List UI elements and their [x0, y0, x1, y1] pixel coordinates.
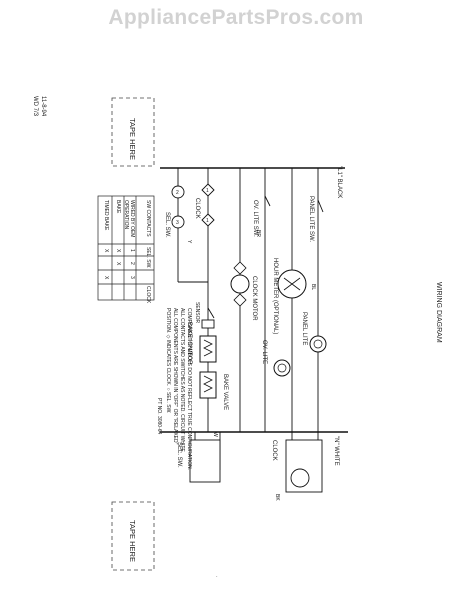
table-col-1: 1 [129, 249, 135, 252]
clock-n-label: CLOCK [271, 440, 277, 461]
clock-contact: 1 1 [201, 183, 215, 227]
table-mark-timed-1: X [103, 249, 109, 253]
svg-text:3: 3 [176, 220, 179, 226]
hour-meter-mark [283, 277, 301, 291]
table-col-2: 2 [129, 262, 135, 265]
tape-box-bottom [111, 501, 155, 571]
clock-motor-symbol [230, 274, 250, 294]
bake-valve-label: BAKE VALVE [222, 374, 228, 410]
clock-motor-n-symbol [290, 468, 310, 488]
doc-code-date: 11-8-94 [40, 96, 46, 117]
sel-sw-n-label: SEL. SW. [176, 442, 182, 468]
bake-ignitor-label: BAKE IGNITOR [186, 322, 192, 365]
table-sub-oem: WIRED BY OEM [129, 200, 135, 237]
wire-label-w: W [212, 432, 218, 437]
l1-label: "L1" BLACK [336, 166, 342, 198]
diagram-title: WIRING DIAGRAM [435, 282, 442, 343]
note-line-2: ALL CONTACTS AND SWITCHES AS NOTED. CIRC… [179, 308, 185, 453]
tape-box-top [111, 97, 155, 167]
note-line-4: POSITION. ◇ INDICATES CLOCK. ○ SEL. SW. [165, 308, 171, 413]
tape-label-top: TAPE HERE [128, 118, 137, 160]
ov-lite-lamp [273, 359, 291, 377]
svg-text:1: 1 [206, 218, 209, 224]
panel-lite-lamp [309, 335, 327, 353]
ov-lite-switch [264, 195, 271, 207]
panel-lite-label: PANEL LITE [301, 312, 307, 345]
ov-lite-sw-label: OV. LITE SW. [252, 200, 258, 237]
table-col-3: 3 [129, 276, 135, 279]
sel-sw-label: SEL. SW. [164, 212, 170, 238]
clock-motor-diamond [233, 261, 247, 275]
wire-label-br: BR [255, 230, 261, 237]
table-sub-operation: OPERATION [123, 200, 129, 229]
svg-text:1: 1 [206, 188, 209, 194]
tape-label-bottom: TAPE HERE [128, 520, 137, 562]
panel-lite-sw-label: PANEL LITE SW. [308, 196, 314, 242]
part-number: PT NO. 3080-64 [156, 398, 162, 435]
bake-valve-symbol [199, 371, 217, 399]
clock-motor-diamond-2 [233, 293, 247, 307]
table-header-contacts: SW CONTACTS [145, 200, 151, 237]
bottom-mark: · [216, 574, 218, 580]
sensor-label: SENSOR [194, 302, 200, 324]
clock-motor-label: CLOCK MOTOR [251, 276, 257, 321]
note-line-1: COMPONENT SYMBOLS DO NOT REFLECT TRUE CO… [186, 308, 192, 470]
n-label: "N" WHITE [333, 436, 339, 466]
table-header-sel-sw: SEL. SW. [145, 247, 151, 268]
hour-meter-label: HOUR METER (OPTIONAL) [272, 258, 278, 334]
contact-table [97, 195, 155, 301]
clock-label: CLOCK [194, 198, 200, 219]
wire-label-bl: BL [310, 284, 316, 290]
table-header-clock: CLOCK [145, 286, 151, 304]
watermark: AppliancePartsPros.com [108, 6, 364, 29]
table-mark-timed-3: X [103, 276, 109, 280]
table-row-bake: BAKE [115, 200, 121, 214]
table-mark-bake-2: X [115, 262, 121, 266]
svg-text:2: 2 [176, 190, 179, 196]
doc-code-rev: WD 7/3 [32, 96, 38, 117]
sel-sw-contact: 2 3 [171, 185, 185, 229]
panel-lite-switch [317, 199, 324, 213]
bk-label: BK [274, 494, 280, 501]
oven-sensor-switch [201, 307, 215, 329]
bake-ignitor-symbol [199, 335, 217, 363]
sel-sw-box-n [189, 439, 221, 483]
note-line-3: ALL COMPONENTS ARE SHOWN IN "OFF" OR "RE… [172, 308, 178, 445]
wire-label-y: Y [186, 240, 192, 244]
ov-lite-label: OV. LITE [261, 340, 267, 364]
table-row-timed-bake: TIMED BAKE [103, 200, 109, 231]
table-mark-bake-1: X [115, 249, 121, 253]
